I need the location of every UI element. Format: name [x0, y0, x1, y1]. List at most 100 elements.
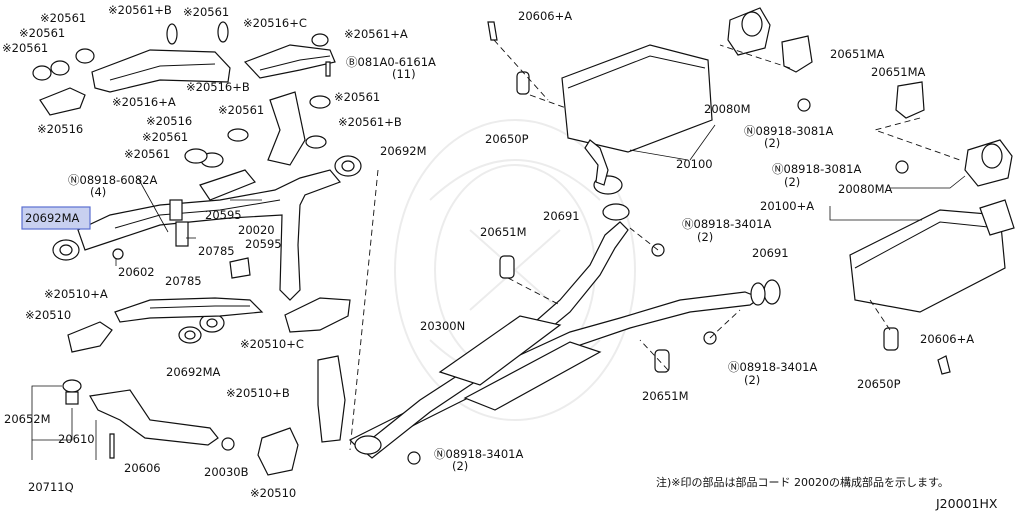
bracket-20651ma-lower[interactable] [895, 81, 925, 119]
heat-shield-lower[interactable] [257, 427, 299, 476]
part-label[interactable]: 20100 [676, 157, 713, 171]
heat-shield-center[interactable] [267, 91, 306, 166]
part-label[interactable]: ※20561+A [344, 27, 408, 41]
part-label[interactable]: ※20516+C [243, 16, 307, 30]
part-label[interactable]: (11) [392, 67, 416, 81]
resonator-lower[interactable] [463, 341, 602, 411]
part-label[interactable]: ※20516+A [112, 95, 176, 109]
part-label[interactable]: ※20510 [25, 308, 71, 322]
heat-shield-20510[interactable] [67, 321, 113, 353]
heat-shield-upper-right[interactable] [243, 44, 336, 79]
part-label[interactable]: 20692M [380, 144, 427, 158]
part-label[interactable]: ※20561 [124, 147, 170, 161]
part-label[interactable]: 20692MA [166, 365, 221, 379]
bracket-20785-b[interactable] [229, 257, 251, 279]
mount-20610[interactable] [65, 391, 79, 405]
bracket-20785[interactable] [175, 221, 189, 247]
flange-front[interactable] [354, 435, 382, 455]
part-label[interactable]: ※20561 [40, 11, 86, 25]
nut-20602[interactable] [112, 248, 124, 260]
part-label[interactable]: 20650P [857, 377, 901, 391]
resonator-upper[interactable] [438, 315, 562, 386]
catalyst-pipe-20510b[interactable] [317, 355, 346, 443]
muffler-20100[interactable] [561, 44, 713, 153]
part-label[interactable]: ※20510+C [240, 337, 304, 351]
muffler-inlet-pipe[interactable] [584, 139, 609, 186]
part-label[interactable]: 20100+A [760, 199, 814, 213]
part-label[interactable]: 20610 [58, 432, 95, 446]
mount-20652m[interactable] [62, 379, 82, 393]
nut-20030b[interactable] [221, 437, 235, 451]
part-label[interactable]: 20030B [204, 465, 249, 479]
part-label[interactable]: (2) [764, 136, 780, 150]
nut-08918-3401a-lower[interactable] [407, 451, 421, 465]
part-label[interactable]: 20691 [752, 246, 789, 260]
part-label[interactable]: ※20561 [183, 5, 229, 19]
part-label[interactable]: 20651M [480, 225, 527, 239]
part-label[interactable]: ※20510 [250, 486, 296, 500]
part-label[interactable]: 20020 [238, 223, 275, 237]
part-label[interactable]: (2) [452, 459, 468, 473]
part-label[interactable]: ※20510+B [226, 386, 290, 400]
part-label[interactable]: 20785 [165, 274, 202, 288]
part-label[interactable]: 20691 [543, 209, 580, 223]
bolt-081a0[interactable] [325, 61, 331, 77]
manifold-mid[interactable] [199, 169, 256, 201]
bolt-20606a-upper[interactable] [487, 21, 498, 41]
part-label[interactable]: ※20561 [2, 41, 48, 55]
part-label[interactable]: ※20516+B [186, 80, 250, 94]
part-label[interactable]: ※20510+A [44, 287, 108, 301]
part-label[interactable]: 20602 [118, 265, 155, 279]
mount-20650p-lower[interactable] [883, 327, 899, 351]
part-label[interactable]: ※20561 [334, 90, 380, 104]
part-label[interactable]: (2) [744, 373, 760, 387]
heat-shield-upper-left[interactable] [91, 49, 231, 93]
part-label[interactable]: 20606 [124, 461, 161, 475]
part-label[interactable]: Ⓝ08918-3081A [772, 162, 861, 176]
part-label[interactable]: ※20516 [146, 114, 192, 128]
front-pipe-20020[interactable] [77, 169, 342, 301]
part-label[interactable]: (4) [90, 185, 106, 199]
mount-20651m-left[interactable] [499, 255, 515, 279]
flange-rear[interactable] [750, 282, 766, 306]
part-label[interactable]: 20300N [420, 319, 465, 333]
part-label[interactable]: (2) [784, 175, 800, 189]
part-label[interactable]: Ⓝ08918-3401A [728, 360, 817, 374]
part-label[interactable]: Ⓝ08918-3081A [744, 124, 833, 138]
part-label[interactable]: ※20561 [19, 26, 65, 40]
muffler-20100a[interactable] [849, 209, 1006, 313]
part-label[interactable]: 20080MA [838, 182, 893, 196]
bolt-20606a-lower[interactable] [937, 355, 951, 375]
part-label[interactable]: 20606+A [518, 9, 572, 23]
part-label[interactable]: 20650P [485, 132, 529, 146]
part-label[interactable]: ※20561+B [338, 115, 402, 129]
heat-shield-small[interactable] [39, 87, 86, 116]
part-label[interactable]: 20080M [704, 102, 751, 116]
part-label[interactable]: 20692MA [25, 211, 80, 225]
gasket-20691-upper[interactable] [602, 203, 630, 221]
part-label[interactable]: Ⓝ08918-6082A [68, 173, 157, 187]
part-label[interactable]: 20785 [198, 244, 235, 258]
part-label[interactable]: 20651MA [830, 47, 885, 61]
part-label[interactable]: 20651M [642, 389, 689, 403]
gasket-group[interactable] [52, 155, 362, 344]
gasket-20691-lower[interactable] [763, 279, 781, 305]
bolt-20606[interactable] [109, 433, 115, 459]
bracket-20595[interactable] [169, 199, 183, 221]
part-label[interactable]: ※20561 [218, 103, 264, 117]
heat-shield-20510c[interactable] [284, 297, 351, 333]
part-label[interactable]: ※20561 [142, 130, 188, 144]
part-label[interactable]: ※20516 [37, 122, 83, 136]
nut-08918-3081a-lower[interactable] [895, 160, 909, 174]
part-label[interactable]: ※20561+B [108, 3, 172, 17]
part-label[interactable]: 20595 [205, 208, 242, 222]
part-label[interactable]: 20606+A [920, 332, 974, 346]
bracket-20651ma-upper[interactable] [781, 35, 813, 73]
part-label[interactable]: Ⓝ08918-3401A [682, 217, 771, 231]
part-label[interactable]: Ⓑ081A0-6161A [346, 55, 436, 69]
mount-20650p-upper[interactable] [516, 71, 530, 95]
part-label[interactable]: (2) [697, 230, 713, 244]
part-label[interactable]: Ⓝ08918-3401A [434, 447, 523, 461]
mount-20651m-center[interactable] [654, 349, 670, 373]
part-label[interactable]: 20711Q [28, 480, 74, 494]
